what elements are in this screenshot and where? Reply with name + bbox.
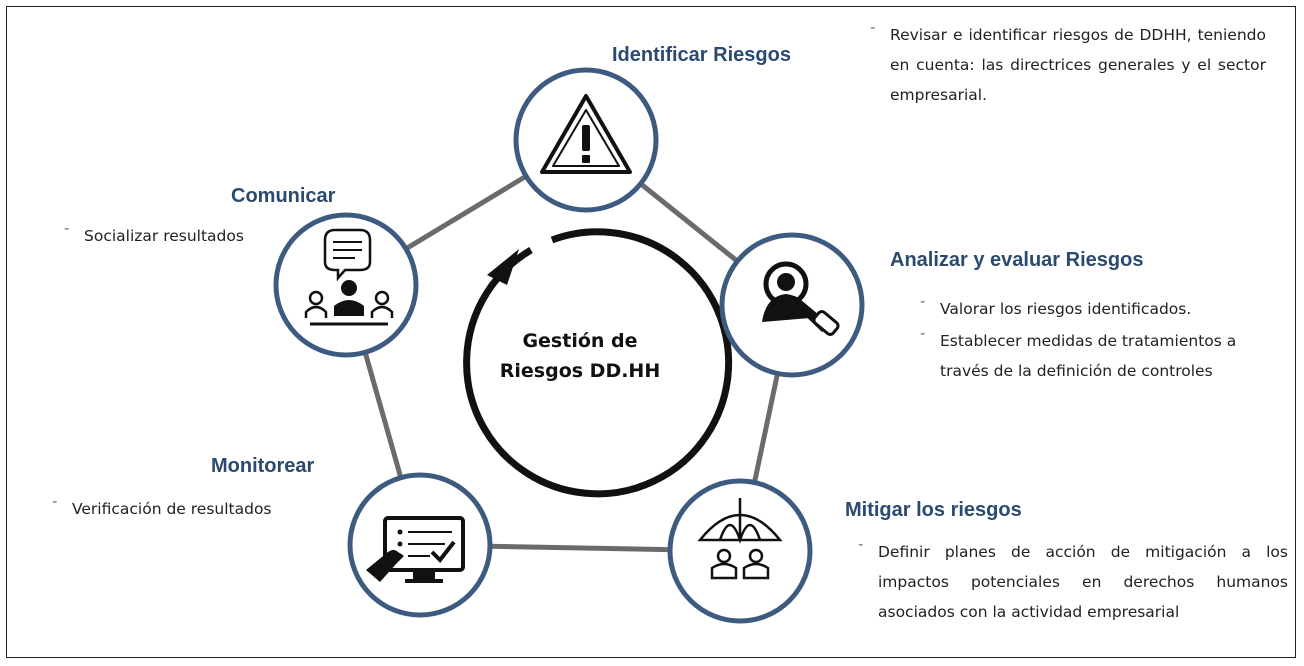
- dash-icon: -: [920, 324, 926, 342]
- cycle-arrow-ring: [463, 228, 733, 498]
- center-label: Gestión de Riesgos DD.HH: [480, 326, 680, 386]
- bullet-text: Socializar resultados: [84, 227, 244, 245]
- node-mitigar: [667, 478, 813, 624]
- center-cycle: [463, 228, 733, 498]
- dash-icon: -: [920, 292, 926, 310]
- title-analizar: Analizar y evaluar Riesgos: [890, 249, 1144, 271]
- bullet-text: Establecer medidas de tratamientos a tra…: [940, 332, 1237, 380]
- dash-icon: -: [870, 18, 876, 36]
- title-comunicar: Comunicar: [231, 185, 336, 207]
- node-identificar: [513, 67, 659, 213]
- bullet-analizar-1: - Valorar los riesgos identificados.: [920, 292, 1270, 324]
- bullet-analizar-2: - Establecer medidas de tratamientos a t…: [920, 324, 1288, 386]
- bullet-text: Verificación de resultados: [72, 500, 272, 518]
- warning-triangle-icon: [540, 94, 632, 174]
- bullet-text: Valorar los riesgos identificados.: [940, 300, 1192, 318]
- bullet-monitorear-1: - Verificación de resultados: [52, 492, 332, 524]
- diagram-frame: [6, 6, 1296, 658]
- bullet-identificar-1: - Revisar e identificar riesgos de DDHH,…: [870, 18, 1266, 110]
- title-monitorear: Monitorear: [211, 455, 315, 477]
- cycle-arrowhead-icon: [487, 249, 519, 285]
- node-monitorear: [347, 472, 493, 618]
- dash-icon: -: [64, 219, 70, 237]
- center-label-line2: Riesgos DD.HH: [499, 360, 661, 382]
- magnifier-person-icon: [762, 261, 840, 336]
- meeting-chat-icon: [304, 228, 394, 326]
- monitor-checklist-icon: [366, 516, 465, 583]
- title-mitigar: Mitigar los riesgos: [845, 499, 1022, 521]
- bullet-comunicar-1: - Socializar resultados: [64, 219, 304, 251]
- umbrella-people-icon: [697, 498, 783, 580]
- dash-icon: -: [52, 492, 58, 510]
- node-analizar: [719, 232, 865, 378]
- center-label-line1: Gestión de: [522, 330, 638, 352]
- bullet-mitigar-1: - Definir planes de acción de mitigación…: [858, 535, 1288, 627]
- title-identificar: Identificar Riesgos: [612, 44, 791, 66]
- bullet-text: Definir planes de acción de mitigación a…: [878, 543, 1288, 621]
- bullet-text: Revisar e identificar riesgos de DDHH, t…: [890, 26, 1266, 104]
- dash-icon: -: [858, 535, 864, 553]
- node-comunicar: [273, 212, 419, 358]
